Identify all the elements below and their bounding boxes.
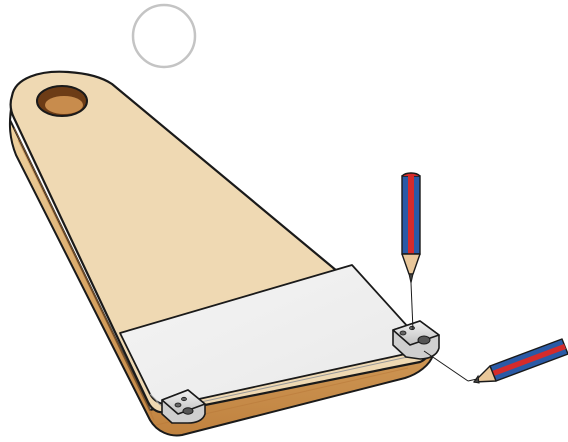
empty-circle-icon bbox=[133, 5, 195, 67]
pencil-icon bbox=[468, 339, 568, 383]
string-line-diagonal bbox=[424, 351, 468, 381]
pencil-icon bbox=[402, 173, 420, 283]
hanging-hole-inner bbox=[45, 96, 83, 114]
